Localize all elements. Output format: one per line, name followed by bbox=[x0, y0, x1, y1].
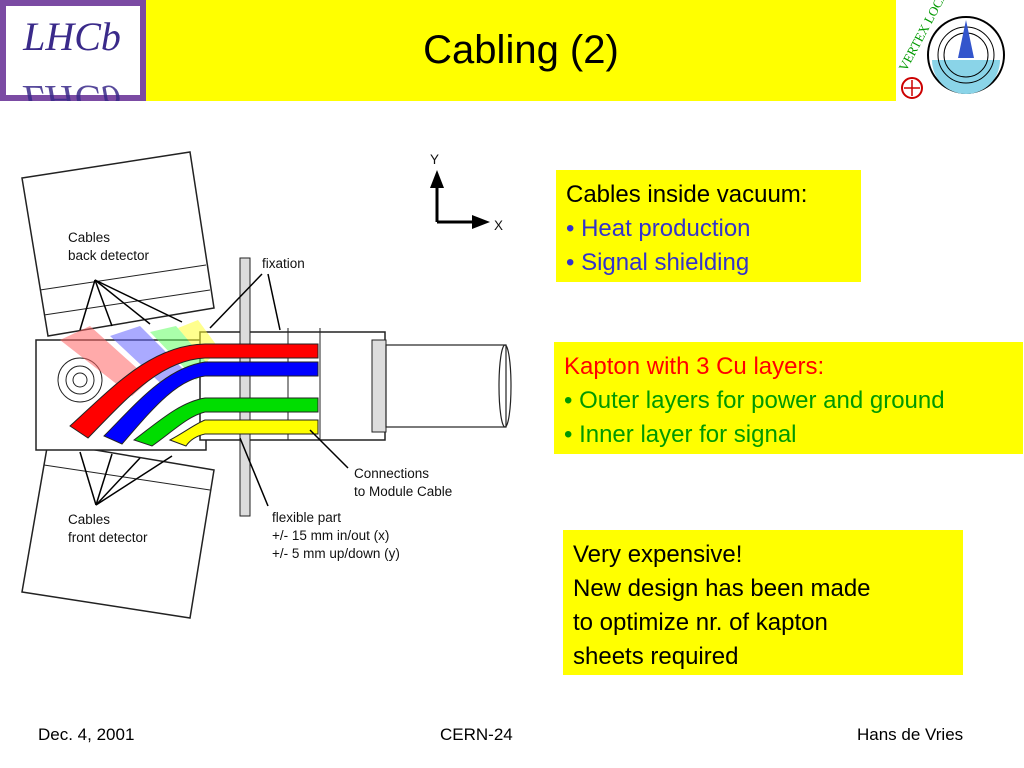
vacuum-heading: Cables inside vacuum: bbox=[566, 181, 808, 208]
axis-y-label: Y bbox=[430, 152, 439, 167]
label-connections-1: Connections bbox=[354, 466, 429, 481]
lhcb-logo: LHCb LHCb bbox=[0, 0, 146, 122]
label-cables-front-2: front detector bbox=[68, 530, 148, 545]
kapton-box: Kapton with 3 Cu layers: • Outer layers … bbox=[554, 342, 1023, 454]
expensive-box: Very expensive! New design has been made… bbox=[563, 530, 963, 675]
kapton-heading: Kapton with 3 Cu layers: bbox=[564, 353, 825, 380]
label-flexible-1: flexible part bbox=[272, 510, 341, 525]
label-cables-back-1: Cables bbox=[68, 230, 110, 245]
front-detector-plate bbox=[21, 441, 215, 619]
diagram-labels: Cables back detector fixation Connection… bbox=[68, 230, 452, 561]
expensive-line-4: sheets required bbox=[573, 643, 739, 670]
footer-date: Dec. 4, 2001 bbox=[38, 725, 135, 744]
annotation-arrows bbox=[79, 273, 349, 507]
slide-header: LHCb LHCb Cabling (2) VERTEX LOCATOR bbox=[0, 0, 1024, 122]
lhcb-logo-text: LHCb bbox=[22, 14, 121, 59]
footer-author: Hans de Vries bbox=[857, 725, 964, 744]
expensive-line-1: Very expensive! bbox=[573, 541, 743, 568]
page-title: Cabling (2) bbox=[423, 28, 619, 72]
label-flexible-2: +/- 15 mm in/out (x) bbox=[272, 528, 389, 543]
expensive-line-3: to optimize nr. of kapton bbox=[573, 609, 828, 636]
kapton-item-outer: • Outer layers for power and ground bbox=[564, 387, 945, 414]
vacuum-item-shielding: • Signal shielding bbox=[566, 249, 750, 276]
lhcb-logo-reflection: LHCb bbox=[22, 77, 121, 101]
label-connections-2: to Module Cable bbox=[354, 484, 452, 499]
axis-x-label: X bbox=[494, 218, 503, 233]
title-bar: Cabling (2) bbox=[146, 0, 896, 101]
label-fixation: fixation bbox=[262, 256, 305, 271]
vacuum-item-heat: • Heat production bbox=[566, 215, 751, 242]
expensive-line-2: New design has been made bbox=[573, 575, 871, 602]
label-flexible-3: +/- 5 mm up/down (y) bbox=[272, 546, 400, 561]
back-detector-plate bbox=[21, 151, 215, 337]
axes-indicator: Y X bbox=[430, 152, 503, 233]
vacuum-box: Cables inside vacuum: • Heat production … bbox=[556, 170, 861, 282]
label-cables-back-2: back detector bbox=[68, 248, 150, 263]
cabling-diagram: Y X Cables back detector fixation Connec… bbox=[0, 140, 530, 620]
footer-center: CERN-24 bbox=[440, 725, 513, 744]
kapton-item-inner: • Inner layer for signal bbox=[564, 421, 797, 448]
label-cables-front-1: Cables bbox=[68, 512, 110, 527]
front-cables bbox=[69, 343, 319, 447]
velo-logo: VERTEX LOCATOR bbox=[895, 0, 1024, 101]
